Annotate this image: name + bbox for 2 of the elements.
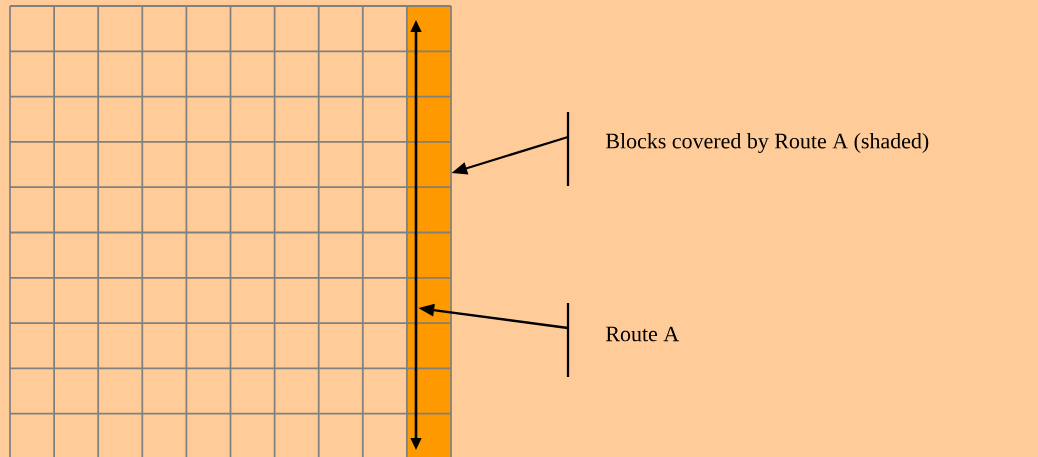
callout-text: Blocks covered by Route A (shaded) [606, 133, 929, 153]
callout-text: Route A [606, 326, 679, 342]
